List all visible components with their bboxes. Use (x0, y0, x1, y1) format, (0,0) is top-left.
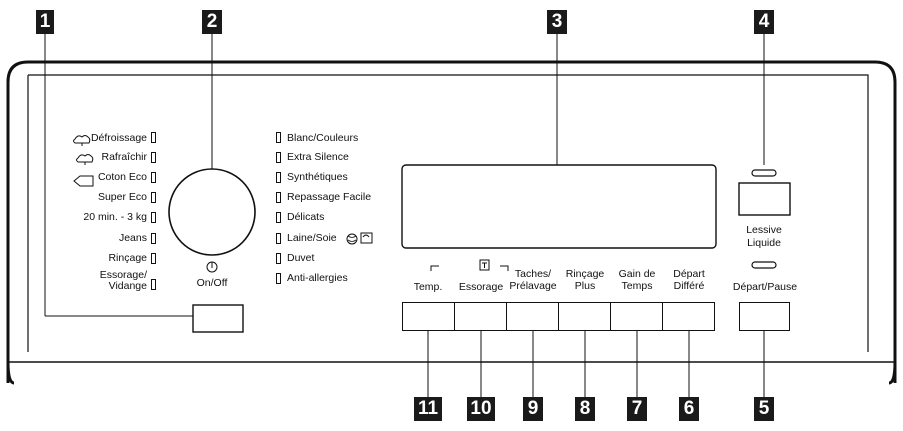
program-label: Super Eco (97, 191, 147, 203)
rinse-label: Plus (574, 280, 596, 292)
wool-icon (346, 233, 358, 245)
temp-button[interactable] (402, 302, 455, 331)
program-label: Extra Silence (287, 151, 349, 163)
program-led (151, 152, 156, 163)
crease-icon (73, 135, 91, 146)
panel-outline (6, 60, 897, 383)
inner-panel (28, 74, 869, 352)
detergent-label: Lessive (746, 224, 782, 236)
rinse-plus-button[interactable] (558, 302, 611, 331)
program-led (276, 152, 281, 163)
program-label: Coton Eco (97, 171, 147, 183)
program-dial (168, 168, 256, 256)
panel-bottom-hook (6, 361, 15, 385)
delay-start-label: Départ (673, 268, 705, 280)
start-indicator (751, 261, 777, 269)
delay-start-label: Différé (673, 280, 705, 292)
on-off-label: On/Off (196, 277, 228, 289)
program-label: Repassage Facile (287, 191, 372, 203)
program-label: Synthétiques (287, 171, 348, 183)
temp-bracket-right (500, 265, 509, 271)
callout-8: 8 (575, 397, 595, 421)
program-led (276, 172, 281, 183)
spin-button[interactable] (454, 302, 507, 331)
program-led (151, 172, 156, 183)
time-saver-button[interactable] (610, 302, 663, 331)
program-label: 20 min. - 3 kg (83, 211, 147, 223)
callout-10: 10 (467, 397, 495, 421)
program-led (276, 132, 281, 143)
program-label: Jeans (118, 232, 147, 244)
program-label: Blanc/Couleurs (287, 132, 359, 144)
spin-label: Essorage (458, 281, 504, 293)
program-label: Défroissage (90, 132, 147, 144)
callout-6: 6 (679, 397, 699, 421)
detergent-label: Liquide (747, 237, 781, 249)
time-saver-label: Temps (621, 280, 653, 292)
start-pause-label: Départ/Pause (732, 281, 798, 293)
callout-4: 4 (754, 10, 774, 34)
program-label: Vidange (108, 280, 147, 292)
program-label: Essorage/ (99, 269, 147, 281)
on-off-button[interactable] (193, 305, 243, 332)
program-led (276, 273, 281, 284)
callout-11: 11 (414, 397, 442, 421)
eco-icon (73, 175, 94, 187)
detergent-indicator (751, 169, 777, 177)
program-led (151, 233, 156, 244)
stain-label: Taches/ (514, 268, 552, 280)
program-led (151, 212, 156, 223)
callout-1: 1 (36, 10, 54, 34)
callout-5: 5 (754, 397, 774, 421)
start-pause-button[interactable] (739, 302, 790, 331)
stain-label: Prélavage (509, 280, 557, 292)
program-label: Anti-allergies (287, 272, 348, 284)
program-label: Rafraîchir (101, 151, 147, 163)
program-label: Délicats (287, 211, 325, 223)
detergent-button[interactable] (739, 183, 790, 215)
detergent-button-shape (738, 182, 791, 216)
callout-9: 9 (523, 397, 543, 421)
program-led (276, 192, 281, 203)
on-off-button-shape (192, 304, 244, 333)
program-led (151, 132, 156, 143)
temp-label: Temp. (413, 281, 443, 293)
program-led (151, 192, 156, 203)
handwash-icon (360, 232, 373, 244)
temp-bracket-left (430, 265, 439, 271)
stain-prewash-button[interactable] (506, 302, 559, 331)
delay-start-button[interactable] (662, 302, 715, 331)
rinse-label: Rinçage (565, 268, 605, 280)
callout-7: 7 (627, 397, 647, 421)
panel-bottom-hook-right (888, 361, 897, 385)
refresh-icon (76, 154, 94, 165)
program-label: Laine/Soie (287, 232, 337, 244)
program-led (276, 253, 281, 264)
time-saver-label: Gain de (618, 268, 656, 280)
program-label: Duvet (287, 252, 315, 264)
callout-2: 2 (202, 10, 222, 34)
program-led (276, 233, 281, 244)
program-led (151, 279, 156, 290)
callout-3: 3 (547, 10, 567, 34)
program-label: Rinçage (108, 252, 147, 264)
display-screen (401, 164, 717, 249)
program-led (151, 253, 156, 264)
program-led (276, 212, 281, 223)
